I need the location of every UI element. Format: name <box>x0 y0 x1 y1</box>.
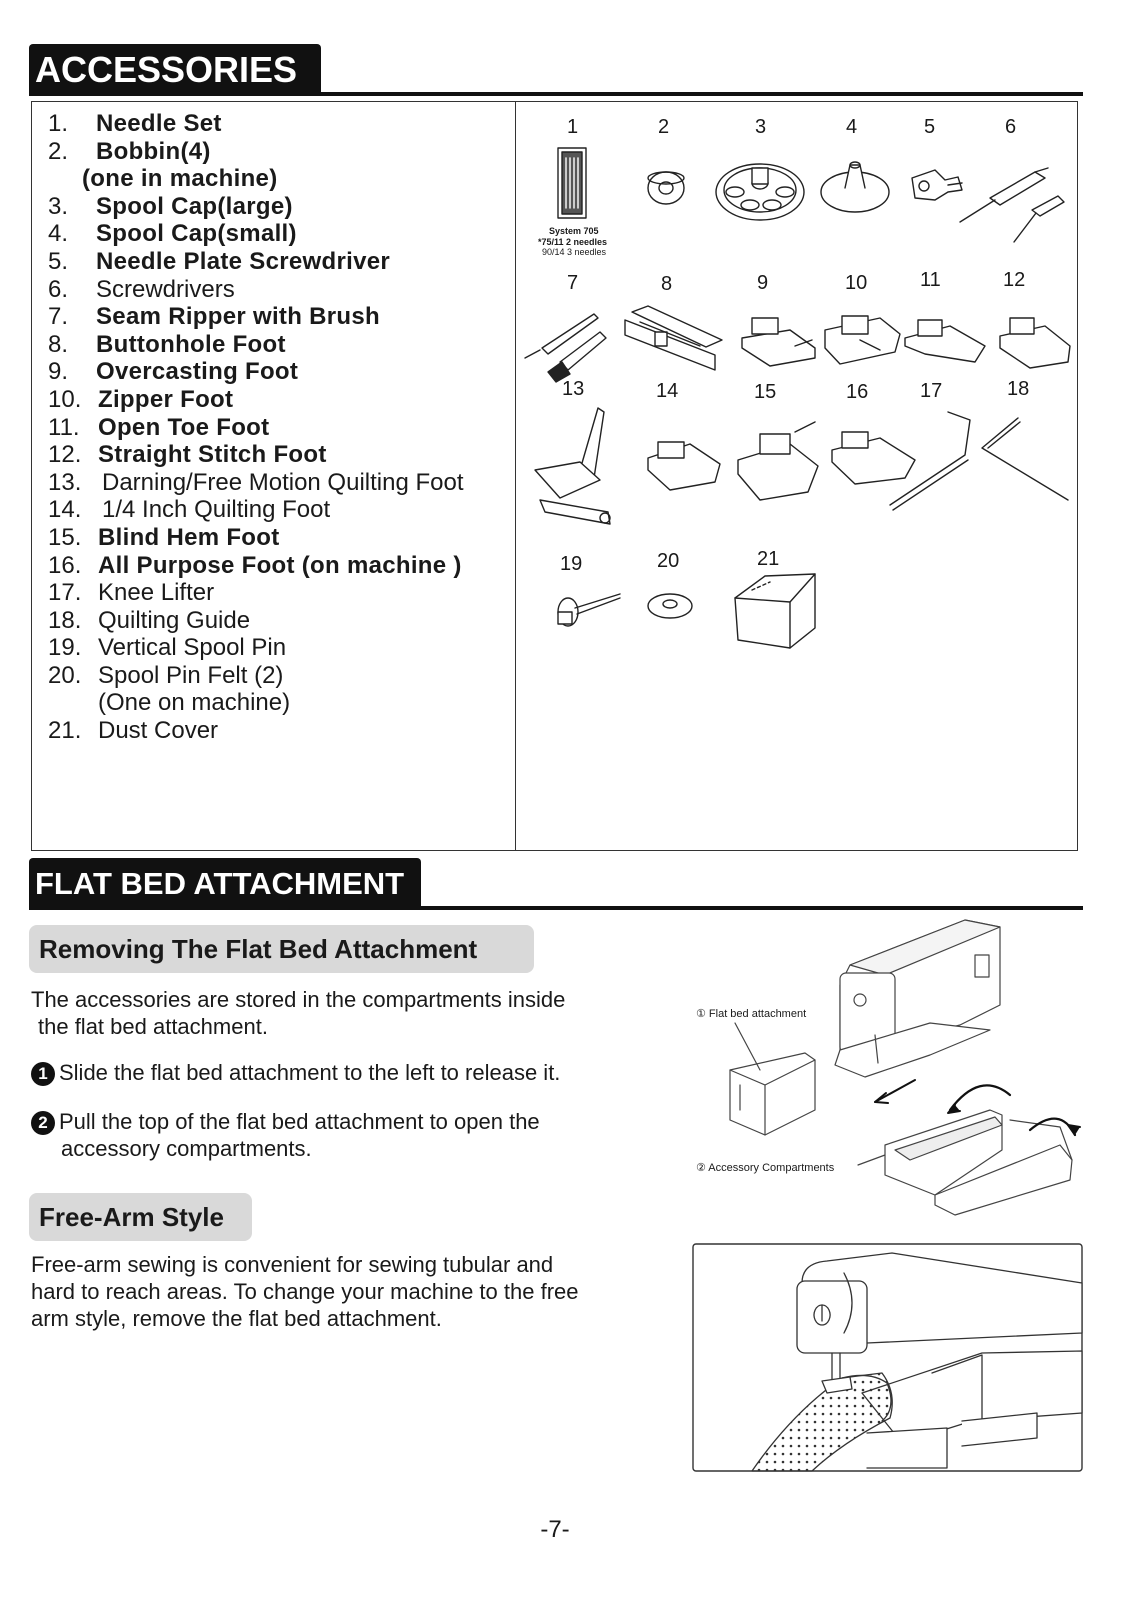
list-item: 11.Open Toe Foot <box>48 413 270 441</box>
seam-ripper-icon <box>524 313 607 383</box>
list-item: 14.1/4 Inch Quilting Foot <box>48 496 331 524</box>
accessories-rule <box>29 92 1083 96</box>
blind-hem-foot-icon <box>737 421 819 501</box>
needle-label-system: System 705 <box>549 226 599 236</box>
straight-stitch-foot-icon <box>999 317 1071 369</box>
figure-number: 4 <box>846 116 858 138</box>
caption-accessory-compartments: ② Accessory Compartments <box>696 1162 835 1174</box>
overcasting-foot-icon <box>741 317 816 367</box>
list-item: 15.Blind Hem Foot <box>48 523 280 551</box>
zipper-foot-icon <box>824 315 901 365</box>
step-2-text-line2: accessory compartments. <box>61 1136 312 1161</box>
all-purpose-foot-icon <box>831 431 916 485</box>
free-arm-heading: Free-Arm Style <box>29 1193 252 1241</box>
flat-bed-rule <box>29 906 1083 910</box>
free-arm-line3: arm style, remove the flat bed attachmen… <box>31 1306 442 1331</box>
spool-cap-small-icon <box>820 161 890 213</box>
accessories-box <box>31 101 1078 851</box>
figure-number: 12 <box>1003 269 1026 291</box>
list-item: 9.Overcasting Foot <box>48 358 299 386</box>
free-arm-line1: Free-arm sewing is convenient for sewing… <box>31 1252 554 1277</box>
list-item: 10.Zipper Foot <box>48 385 234 413</box>
darning-foot-icon <box>534 407 611 525</box>
figure-number: 2 <box>658 116 670 138</box>
list-item: 4.Spool Cap(small) <box>48 220 297 248</box>
list-item: 12.Straight Stitch Foot <box>48 441 327 469</box>
figure-number: 7 <box>567 272 579 294</box>
figure-number: 20 <box>657 550 680 572</box>
open-toe-foot-icon <box>904 319 986 363</box>
figure-number: 1 <box>567 116 579 138</box>
spool-cap-large-icon <box>715 163 805 221</box>
list-item: 20.Spool Pin Felt (2) <box>48 661 284 689</box>
accessories-title: ACCESSORIES <box>29 44 321 94</box>
list-item: (one in machine) <box>82 165 278 193</box>
free-arm-line2: hard to reach areas. To change your mach… <box>31 1279 579 1304</box>
list-item: 3.Spool Cap(large) <box>48 192 293 220</box>
needle-plate-screwdriver-icon <box>911 169 963 201</box>
figure-number: 18 <box>1007 378 1030 400</box>
screwdrivers-icon <box>959 167 1065 243</box>
caption-flat-bed: ① Flat bed attachment <box>696 1008 807 1020</box>
flat-bed-illustration <box>729 919 1081 1216</box>
spool-pin-felt-icon <box>647 593 693 619</box>
page-number: -7- <box>540 1516 570 1543</box>
figure-number: 17 <box>920 380 943 402</box>
list-item: 8.Buttonhole Foot <box>48 330 286 358</box>
list-item: 21.Dust Cover <box>48 717 219 745</box>
figure-number: 15 <box>754 381 777 403</box>
list-item: 7.Seam Ripper with Brush <box>48 303 380 331</box>
figure-number: 8 <box>661 273 673 295</box>
removing-intro-line1: The accessories are stored in the compar… <box>31 987 566 1012</box>
accessories-list: 1.Needle Set 2.Bobbin(4) (one in machine… <box>48 110 508 745</box>
removing-heading: Removing The Flat Bed Attachment <box>29 925 534 973</box>
vertical-spool-pin-icon <box>557 593 621 627</box>
bobbin-icon <box>647 171 685 205</box>
removing-intro: The accessories are stored in the compar… <box>31 986 651 1040</box>
list-item: 6.Screwdrivers <box>48 275 235 303</box>
figure-number: 13 <box>562 378 585 400</box>
list-item: 18.Quilting Guide <box>48 606 251 634</box>
step-2-text-line1: Pull the top of the flat bed attachment … <box>59 1109 540 1134</box>
figure-number: 21 <box>757 548 780 570</box>
quilting-guide-icon <box>981 417 1069 501</box>
list-item: 13.Darning/Free Motion Quilting Foot <box>48 468 464 496</box>
needle-label-size2: 90/14 3 needles <box>542 247 607 257</box>
needle-set-icon <box>557 147 587 219</box>
figure-number: 5 <box>924 116 936 138</box>
figure-number: 19 <box>560 553 583 575</box>
step-2-badge: 2 <box>31 1111 55 1135</box>
quarter-inch-foot-icon <box>647 441 721 491</box>
list-item: 1.Needle Set <box>48 110 222 137</box>
list-item: 5.Needle Plate Screwdriver <box>48 247 391 275</box>
figure-number: 14 <box>656 380 679 402</box>
dust-cover-icon <box>734 573 816 649</box>
list-item: 16.All Purpose Foot (on machine ) <box>48 551 462 579</box>
accessories-divider <box>515 101 516 851</box>
knee-lifter-icon <box>889 411 971 511</box>
needle-label-size1: *75/11 2 needles <box>538 237 608 247</box>
free-arm-illustration <box>692 1243 1083 1472</box>
figure-number: 3 <box>755 116 767 138</box>
step-1-text: Slide the flat bed attachment to the lef… <box>59 1060 561 1085</box>
accessories-illustrations <box>524 147 1071 649</box>
buttonhole-foot-icon <box>624 305 723 371</box>
list-item: (One on machine) <box>98 689 291 717</box>
figure-number: 10 <box>845 272 868 294</box>
list-item: 2.Bobbin(4) <box>48 137 211 165</box>
removing-intro-line2: the flat bed attachment. <box>38 1014 268 1039</box>
flat-bed-title: FLAT BED ATTACHMENT <box>29 858 421 908</box>
figure-number: 6 <box>1005 116 1017 138</box>
list-item: 19.Vertical Spool Pin <box>48 634 287 662</box>
list-item: 17.Knee Lifter <box>48 579 215 607</box>
step-1-badge: 1 <box>31 1062 55 1086</box>
figure-number: 16 <box>846 381 869 403</box>
free-arm-text: Free-arm sewing is convenient for sewing… <box>31 1251 671 1332</box>
figure-number: 11 <box>920 269 941 291</box>
figure-number: 9 <box>757 272 769 294</box>
